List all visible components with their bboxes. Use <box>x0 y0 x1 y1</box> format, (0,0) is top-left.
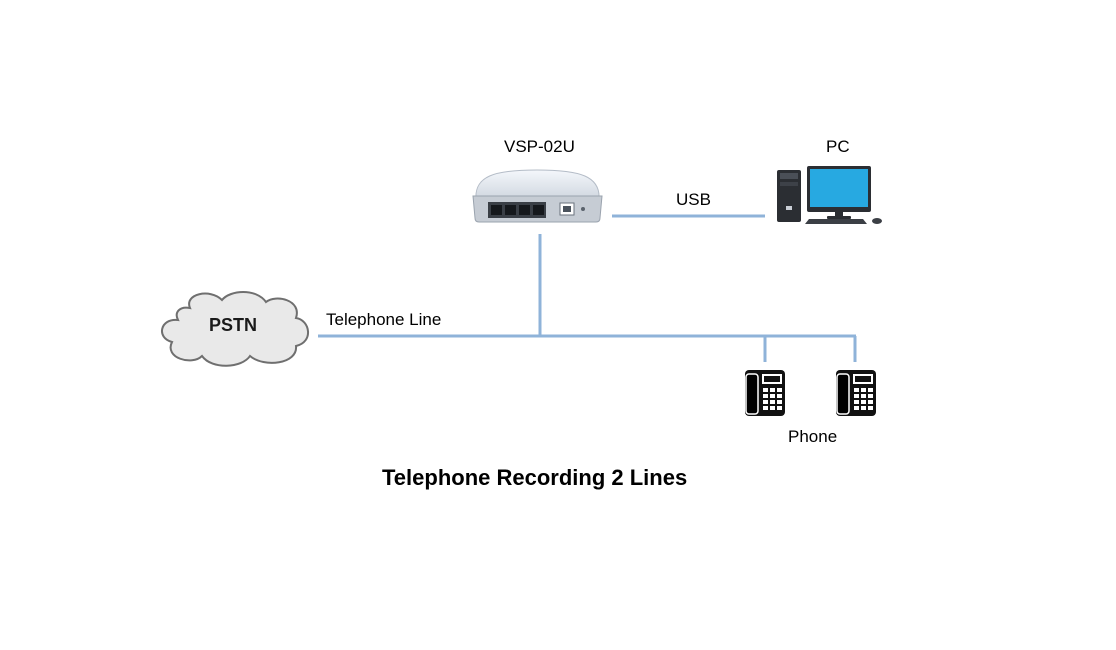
usb-label: USB <box>676 190 711 209</box>
pstn-label: PSTN <box>208 315 257 335</box>
desk-phone-icon <box>745 370 785 416</box>
telephone-line-label: Telephone Line <box>326 310 442 329</box>
phone-label: Phone <box>788 427 838 446</box>
desktop-computer-icon <box>777 166 882 224</box>
pc-label: PC <box>826 137 850 156</box>
cloud-icon <box>161 291 309 367</box>
device-label: VSP-02U <box>504 137 575 156</box>
telephone-recorder-box-icon <box>472 169 603 223</box>
desk-phone-icon <box>836 370 876 416</box>
diagram-title: Telephone Recording 2 Lines <box>382 465 688 490</box>
